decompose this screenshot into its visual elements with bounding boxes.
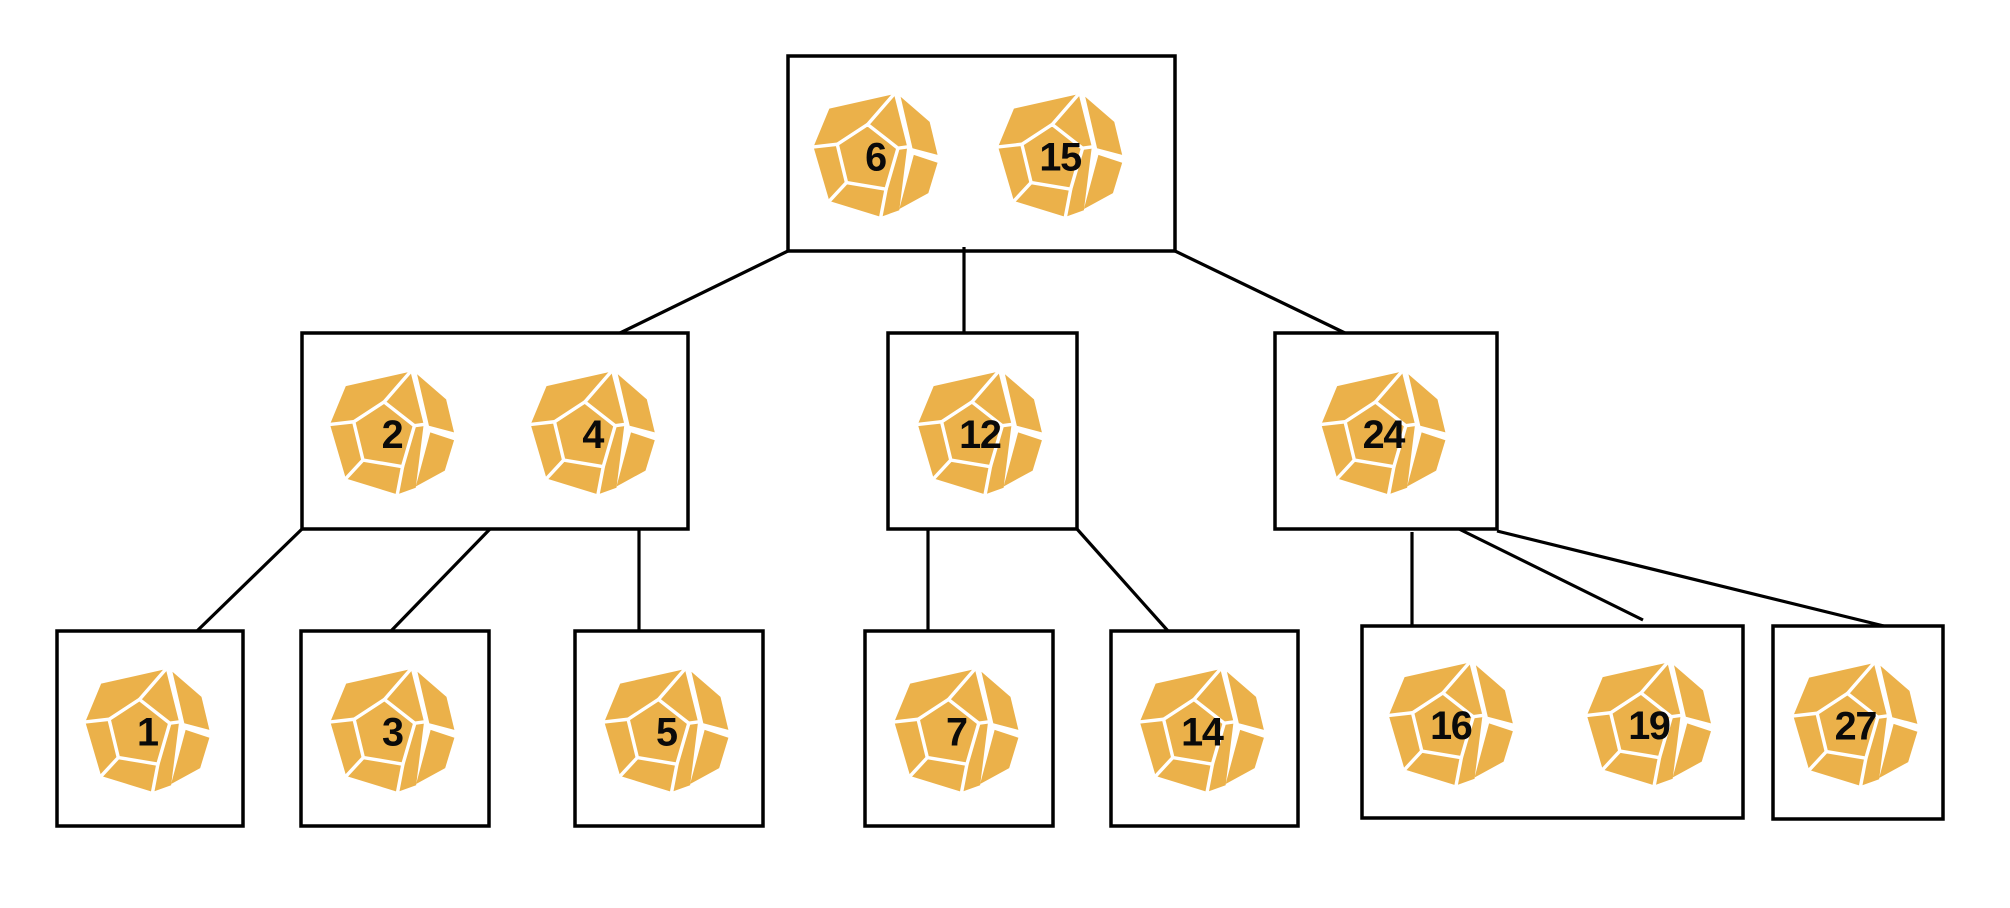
die-6-in-root-6-15: 6 [811, 92, 940, 219]
die-value-label: 16 [1430, 704, 1472, 748]
die-value-label: 3 [382, 711, 403, 755]
die-4-in-internal-2-4: 4 [528, 369, 657, 497]
die-value-label: 19 [1628, 704, 1670, 748]
die-1-in-leaf-1: 1 [83, 667, 212, 794]
die-3-in-leaf-3: 3 [328, 667, 457, 794]
tree-edge-root-6-15-to-internal-2-4 [619, 249, 789, 335]
die-24-in-internal-24: 24 [1319, 369, 1448, 497]
die-value-label: 24 [1363, 413, 1406, 457]
die-14-in-leaf-14: 14 [1138, 667, 1266, 794]
die-value-label: 4 [582, 413, 604, 457]
die-27-in-leaf-27: 27 [1791, 661, 1920, 788]
die-7-in-leaf-7: 7 [892, 667, 1021, 794]
die-5-in-leaf-5: 5 [602, 667, 731, 794]
die-value-label: 7 [946, 711, 967, 755]
tree-edge-internal-12-to-leaf-14 [1075, 527, 1170, 633]
die-value-label: 27 [1835, 705, 1877, 749]
tree-edge-internal-24-to-leaf-27 [1496, 529, 1885, 628]
tree-edge-internal-24-to-leaf-16-19 [1458, 527, 1644, 622]
tree-edge-internal-2-4-to-leaf-3 [389, 527, 492, 633]
tree-edge-internal-2-4-to-leaf-1 [195, 527, 304, 633]
die-value-label: 14 [1181, 711, 1224, 755]
die-15-in-root-6-15: 15 [996, 92, 1124, 219]
die-value-label: 12 [959, 413, 1001, 457]
die-value-label: 5 [656, 711, 677, 755]
die-12-in-internal-12: 12 [916, 369, 1044, 497]
die-16-in-leaf-16-19: 16 [1387, 660, 1515, 788]
die-value-label: 2 [382, 413, 403, 457]
die-2-in-internal-2-4: 2 [328, 369, 456, 497]
die-19-in-leaf-16-19: 19 [1585, 660, 1713, 788]
die-value-label: 6 [865, 136, 886, 180]
die-value-label: 15 [1039, 136, 1081, 180]
die-value-label: 1 [137, 711, 158, 755]
tree-edge-root-6-15-to-internal-24 [1174, 249, 1346, 335]
